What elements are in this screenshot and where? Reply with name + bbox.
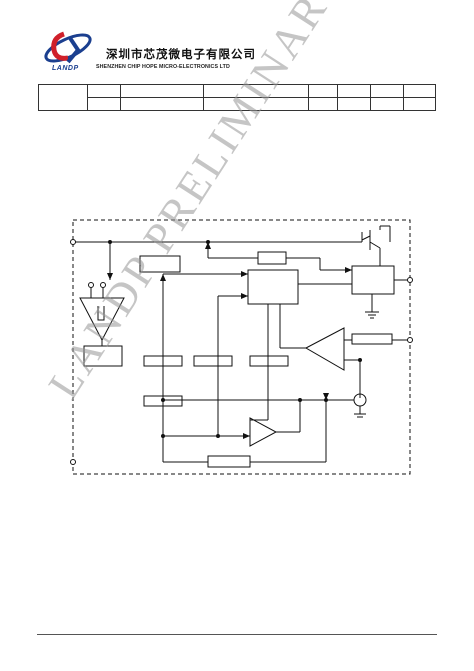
block-c [249, 355, 289, 367]
pin-terminal [407, 277, 413, 283]
comparator-right [304, 327, 345, 371]
pin-terminal [70, 459, 76, 465]
ground-icon [365, 311, 379, 319]
logic-block [247, 269, 299, 305]
company-name-cn: 深圳市芯茂微电子有限公司 [106, 47, 256, 61]
reference-block [139, 255, 181, 273]
resistor-bottom [207, 455, 251, 468]
pin-terminal [407, 337, 413, 343]
chip-boundary [72, 219, 411, 475]
driver-block [351, 265, 395, 295]
footer-divider [37, 634, 437, 635]
pulse-icon [97, 306, 105, 321]
pin-terminal [100, 282, 106, 288]
document-info-table [38, 84, 436, 111]
block-a1 [143, 355, 183, 367]
oscillator-triangle [79, 297, 125, 342]
pin-terminal [88, 282, 94, 288]
resistor-right [351, 333, 393, 345]
output-transistor [361, 225, 391, 266]
arrow-heads [107, 242, 352, 439]
brand-logo-text: LANDP [52, 65, 79, 72]
company-name-en: SHENZHEN CHIP HOPE MICRO-ELECTRONICS LTD [96, 64, 230, 70]
block-a2 [143, 395, 183, 407]
block-b [193, 355, 233, 367]
company-logo [44, 31, 92, 64]
amplifier-bottom [249, 417, 278, 447]
page-header: LANDP 深圳市芯茂微电子有限公司 SHENZHEN CHIP HOPE MI… [38, 28, 438, 78]
oscillator-output-block [83, 345, 123, 367]
resistor-top [257, 251, 287, 265]
ground-icon [354, 413, 366, 418]
table-cell [403, 97, 436, 111]
pin-terminal [70, 239, 76, 245]
table-row [39, 97, 436, 111]
